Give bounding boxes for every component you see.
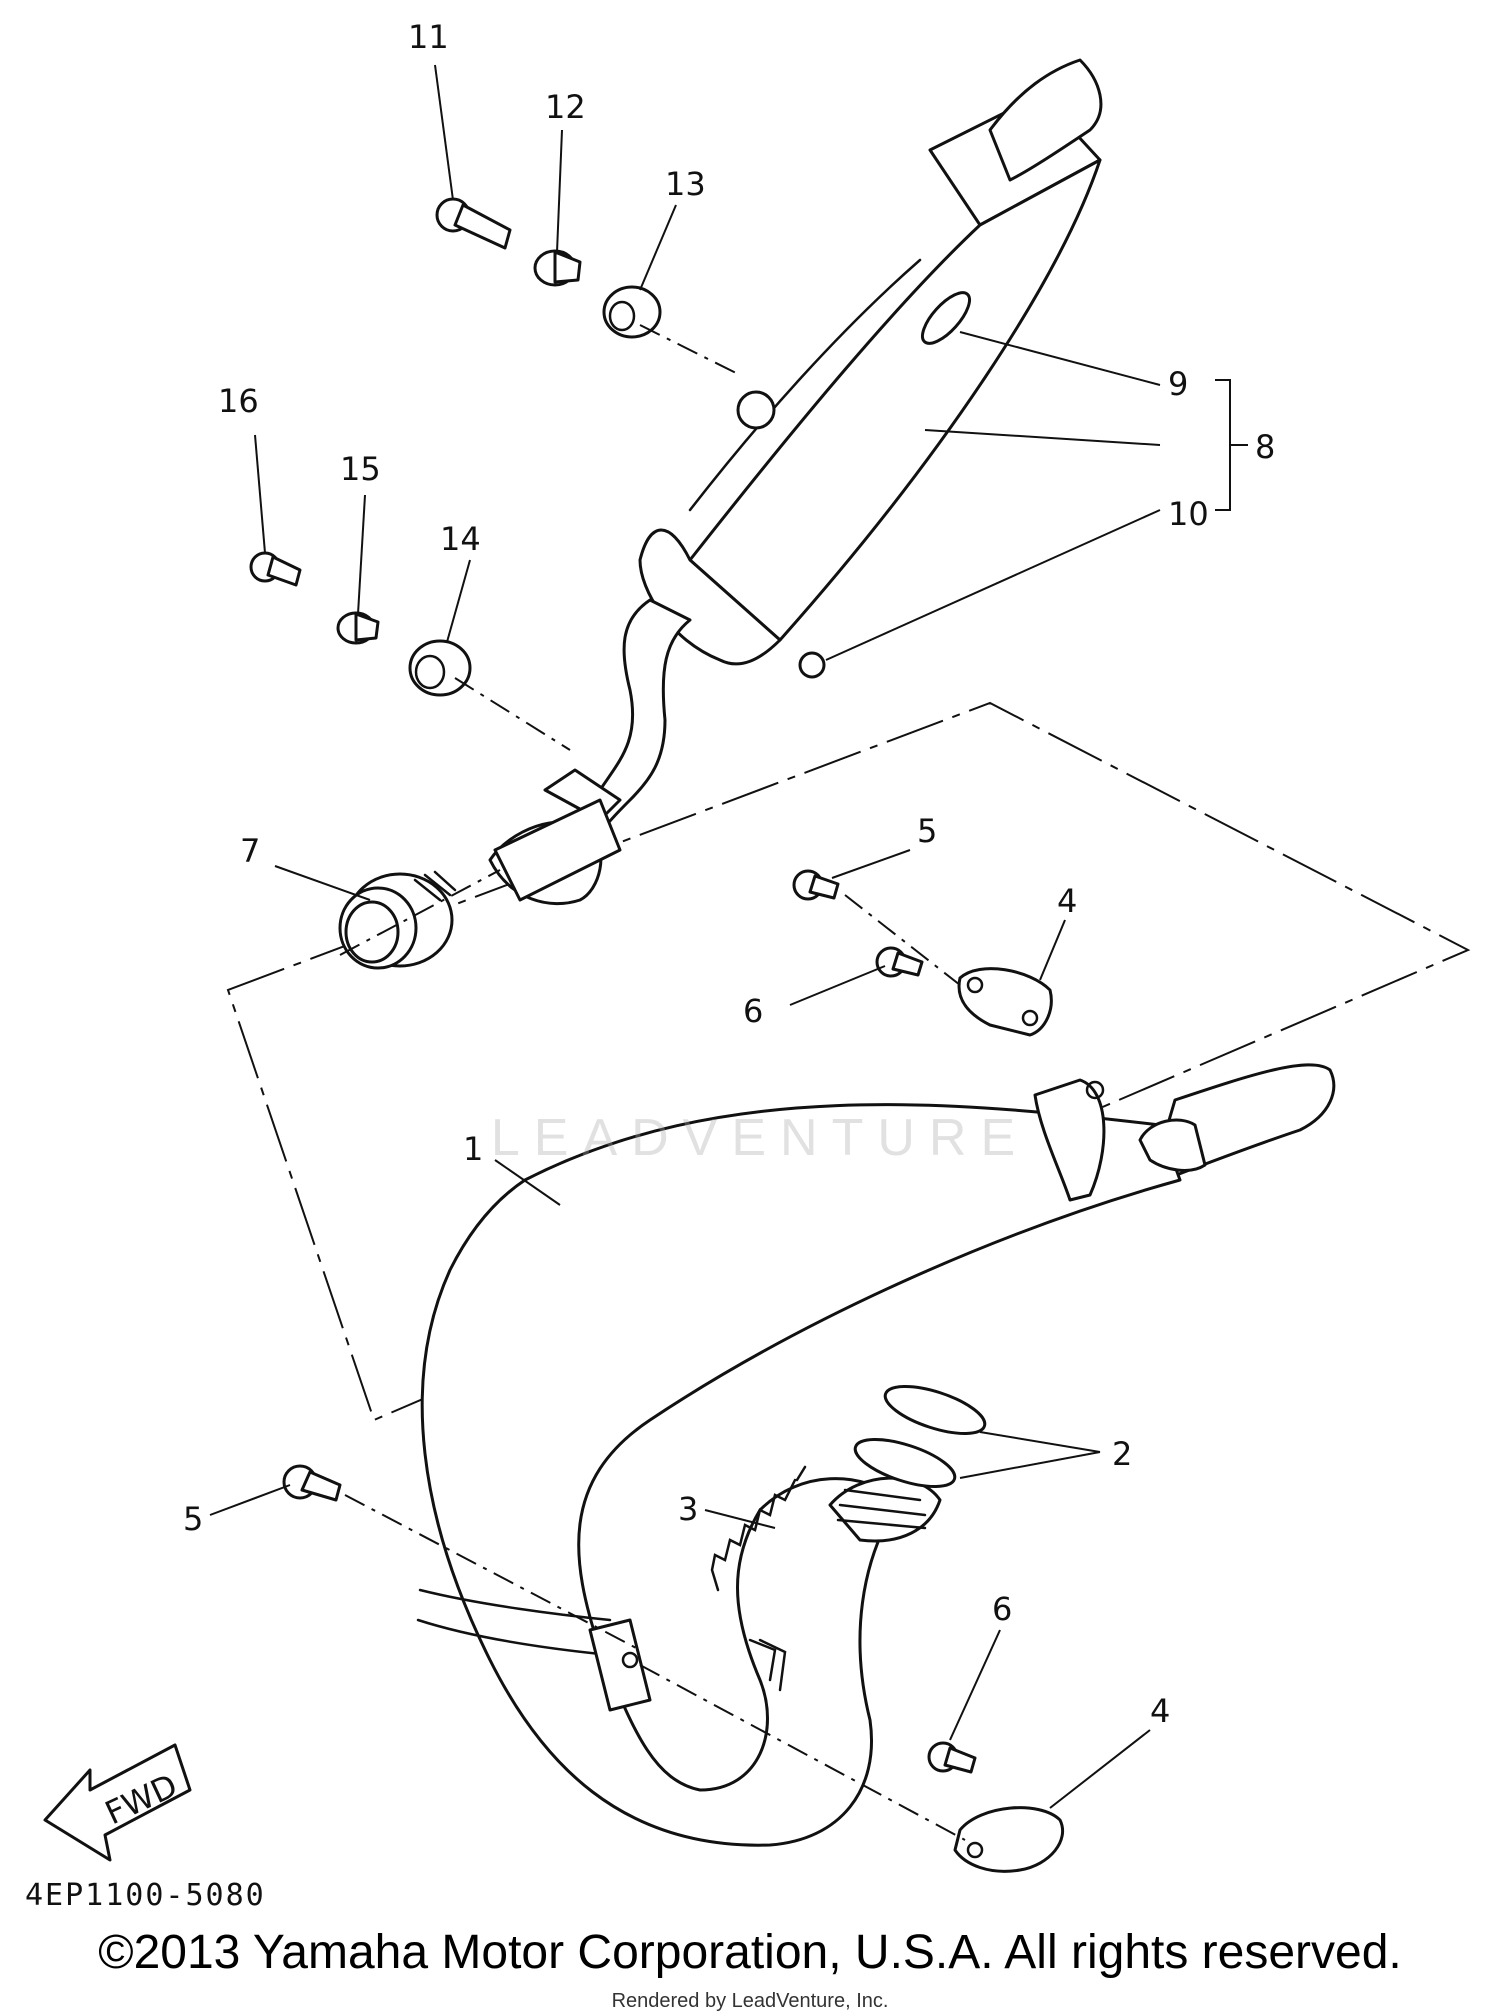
bolt-part-6-upper [875,946,924,978]
subassembly-frame [226,701,1471,1422]
callout-10: 10 [1168,495,1209,533]
bracket-part-4-upper [957,967,1053,1037]
bolt-part-5-lower [282,1464,342,1502]
assembly-line [339,869,501,956]
callout-3: 3 [678,1490,698,1528]
bolt-part-11 [435,197,512,250]
watermark: LEADVENTURE [490,1109,1030,1167]
callout-11: 11 [408,18,449,56]
rendered-by-text: Rendered by LeadVenture, Inc. [611,1990,889,2012]
callout-14: 14 [440,520,481,558]
bracket-part-4-lower [953,1806,1065,1873]
callout-6-upper: 6 [743,992,763,1030]
callout-4-upper: 4 [1057,882,1077,920]
callout-4-lower: 4 [1150,1692,1170,1730]
collar-part-12 [533,249,582,287]
assembly-line [344,1494,641,1651]
bolt-part-5-upper [792,869,840,901]
pipe-flange [828,1476,942,1543]
callout-5-upper: 5 [917,812,937,850]
callout-1: 1 [463,1130,483,1168]
grommet-part-14 [408,639,472,697]
copyright-text: ©2013 Yamaha Motor Corporation, U.S.A. A… [98,1926,1402,1979]
o-rings-part-2 [853,1385,987,1488]
collar-part-15 [336,611,380,645]
callout-9: 9 [1168,365,1188,403]
grommet-part-13 [602,285,662,339]
callout-6-lower: 6 [992,1590,1012,1628]
callout-16: 16 [218,382,259,420]
assembly-line [639,1664,966,1841]
callout-8: 8 [1255,428,1275,466]
assembly-line [454,677,571,751]
callout-12: 12 [545,88,586,126]
part-code: 4EP1100-5080 [25,1878,266,1913]
callout-13: 13 [665,165,706,203]
silencer [638,58,1103,666]
callout-15: 15 [340,450,381,488]
assembly-line [639,324,741,376]
leader-lines [209,64,1248,1809]
callout-7: 7 [240,832,260,870]
forward-direction-arrow: FWD [43,1743,192,1862]
spring-part-3 [710,1465,807,1692]
bolt-part-6-lower [927,1741,977,1774]
exhaust-pipe [416,1063,1336,1847]
silencer-inlet-pipe [488,598,692,906]
callout-5-lower: 5 [183,1500,203,1538]
assembly-line [844,894,961,986]
callout-2: 2 [1112,1435,1132,1473]
screw-part-10 [798,651,826,679]
bolt-part-16 [249,551,302,587]
gasket-part-7 [338,870,457,970]
